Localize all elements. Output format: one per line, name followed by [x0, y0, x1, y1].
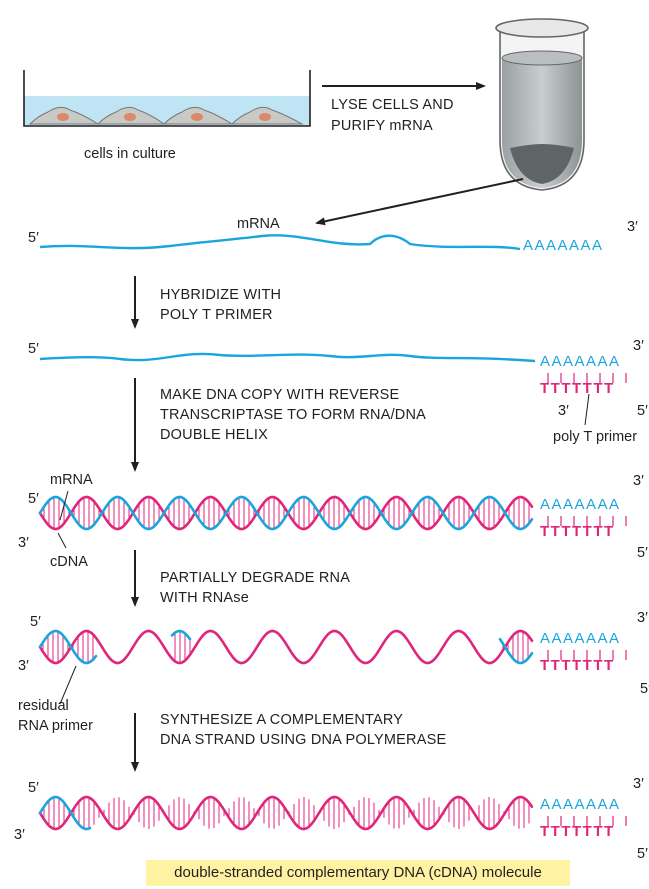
- five-prime-label: 5′: [30, 614, 41, 630]
- poly-a-tail: AAAAAAA: [523, 237, 604, 254]
- three-prime-label: 3′: [627, 219, 638, 235]
- culture-dish: [23, 70, 311, 127]
- residual-label-line2: RNA primer: [18, 718, 93, 734]
- mrna-pointer: [59, 490, 69, 521]
- base-pair-rungs: [174, 631, 191, 663]
- cells-in-culture-label: cells in culture: [84, 146, 176, 162]
- cdna-pointer: [57, 532, 67, 549]
- five-prime-label: 5′: [640, 681, 649, 697]
- poly-t-primer: TTTTTTT: [540, 523, 615, 540]
- three-prime-label: 3′: [633, 338, 644, 354]
- step3-line2: WITH RNAse: [160, 590, 249, 606]
- three-prime-label: 3′: [637, 610, 648, 626]
- base-pair-ticks: [546, 370, 640, 383]
- five-prime-label: 5′: [637, 403, 648, 419]
- mrna-strand: [39, 234, 521, 251]
- step1-line1: HYBRIDIZE WITH: [160, 287, 282, 303]
- residual-label-line1: residual: [18, 698, 69, 714]
- step3-line1: PARTIALLY DEGRADE RNA: [160, 570, 351, 586]
- base-pair-rungs: [42, 631, 94, 663]
- three-prime-label: 3′: [18, 658, 29, 674]
- partially-degraded-helix: [38, 629, 534, 665]
- step2-line2: TRANSCRIPTASE TO FORM RNA/DNA: [160, 407, 427, 423]
- base-pair-ticks: [546, 813, 640, 826]
- five-prime-label: 5′: [28, 341, 39, 357]
- step2-line1: MAKE DNA COPY WITH REVERSE: [160, 387, 400, 403]
- primer-pointer: [584, 393, 590, 426]
- poly-t-primer: TTTTTTT: [540, 823, 615, 840]
- cdna-strand: [38, 795, 534, 831]
- mrna-label: mRNA: [237, 216, 280, 232]
- rna-dna-helix: [38, 495, 534, 531]
- base-pair-rungs: [502, 631, 529, 663]
- rna-fragment: [170, 629, 192, 641]
- base-pair-rungs: [43, 497, 530, 529]
- mrna-strand-label: mRNA: [50, 472, 93, 488]
- five-prime-label: 5′: [28, 491, 39, 507]
- rna-fragment: [38, 629, 98, 665]
- residual-rna-primer: [38, 795, 92, 831]
- three-prime-label: 3′: [14, 827, 25, 843]
- cdna-strand: [38, 495, 534, 531]
- base-pair-rungs: [43, 797, 530, 829]
- three-prime-label: 3′: [18, 535, 29, 551]
- test-tube: [495, 18, 589, 191]
- poly-a-tail: AAAAAAA: [540, 796, 621, 813]
- step4-line1: SYNTHESIZE A COMPLEMENTARY: [160, 712, 404, 728]
- cell-nucleus: [57, 113, 271, 121]
- five-prime-label: 5′: [28, 230, 39, 246]
- three-prime-label: 3′: [633, 473, 644, 489]
- three-prime-label: 3′: [558, 403, 569, 419]
- step1-line2: POLY T PRIMER: [160, 307, 273, 323]
- poly-a-tail: AAAAAAA: [540, 496, 621, 513]
- mrna-strand: [38, 495, 534, 531]
- cdna-label: cDNA: [50, 554, 88, 570]
- lyse-label-line1: LYSE CELLS AND: [331, 97, 454, 113]
- step2-line3: DOUBLE HELIX: [160, 427, 268, 443]
- residual-pointer: [59, 665, 77, 705]
- double-stranded-cdna-helix: [38, 795, 534, 831]
- poly-t-primer: TTTTTTT: [540, 380, 615, 397]
- mrna-strand-hybridized: [39, 352, 536, 363]
- final-product-label: double-stranded complementary DNA (cDNA)…: [146, 860, 570, 886]
- base-pair-ticks: [546, 647, 640, 660]
- cdna-strand: [38, 629, 534, 665]
- poly-t-primer-label: poly T primer: [553, 429, 638, 445]
- five-prime-label: 5′: [637, 545, 648, 561]
- base-pair-ticks: [546, 513, 640, 526]
- lyse-label-line2: PURIFY mRNA: [331, 118, 433, 134]
- poly-a-tail: AAAAAAA: [540, 630, 621, 647]
- poly-t-primer: TTTTTTT: [540, 657, 615, 674]
- three-prime-label: 3′: [633, 776, 644, 792]
- poly-a-tail: AAAAAAA: [540, 353, 621, 370]
- rna-fragment: [498, 637, 534, 665]
- step4-line2: DNA STRAND USING DNA POLYMERASE: [160, 732, 447, 748]
- five-prime-label: 5′: [28, 780, 39, 796]
- tube-to-mrna-arrow: [315, 178, 524, 226]
- five-prime-label: 5′: [637, 846, 648, 862]
